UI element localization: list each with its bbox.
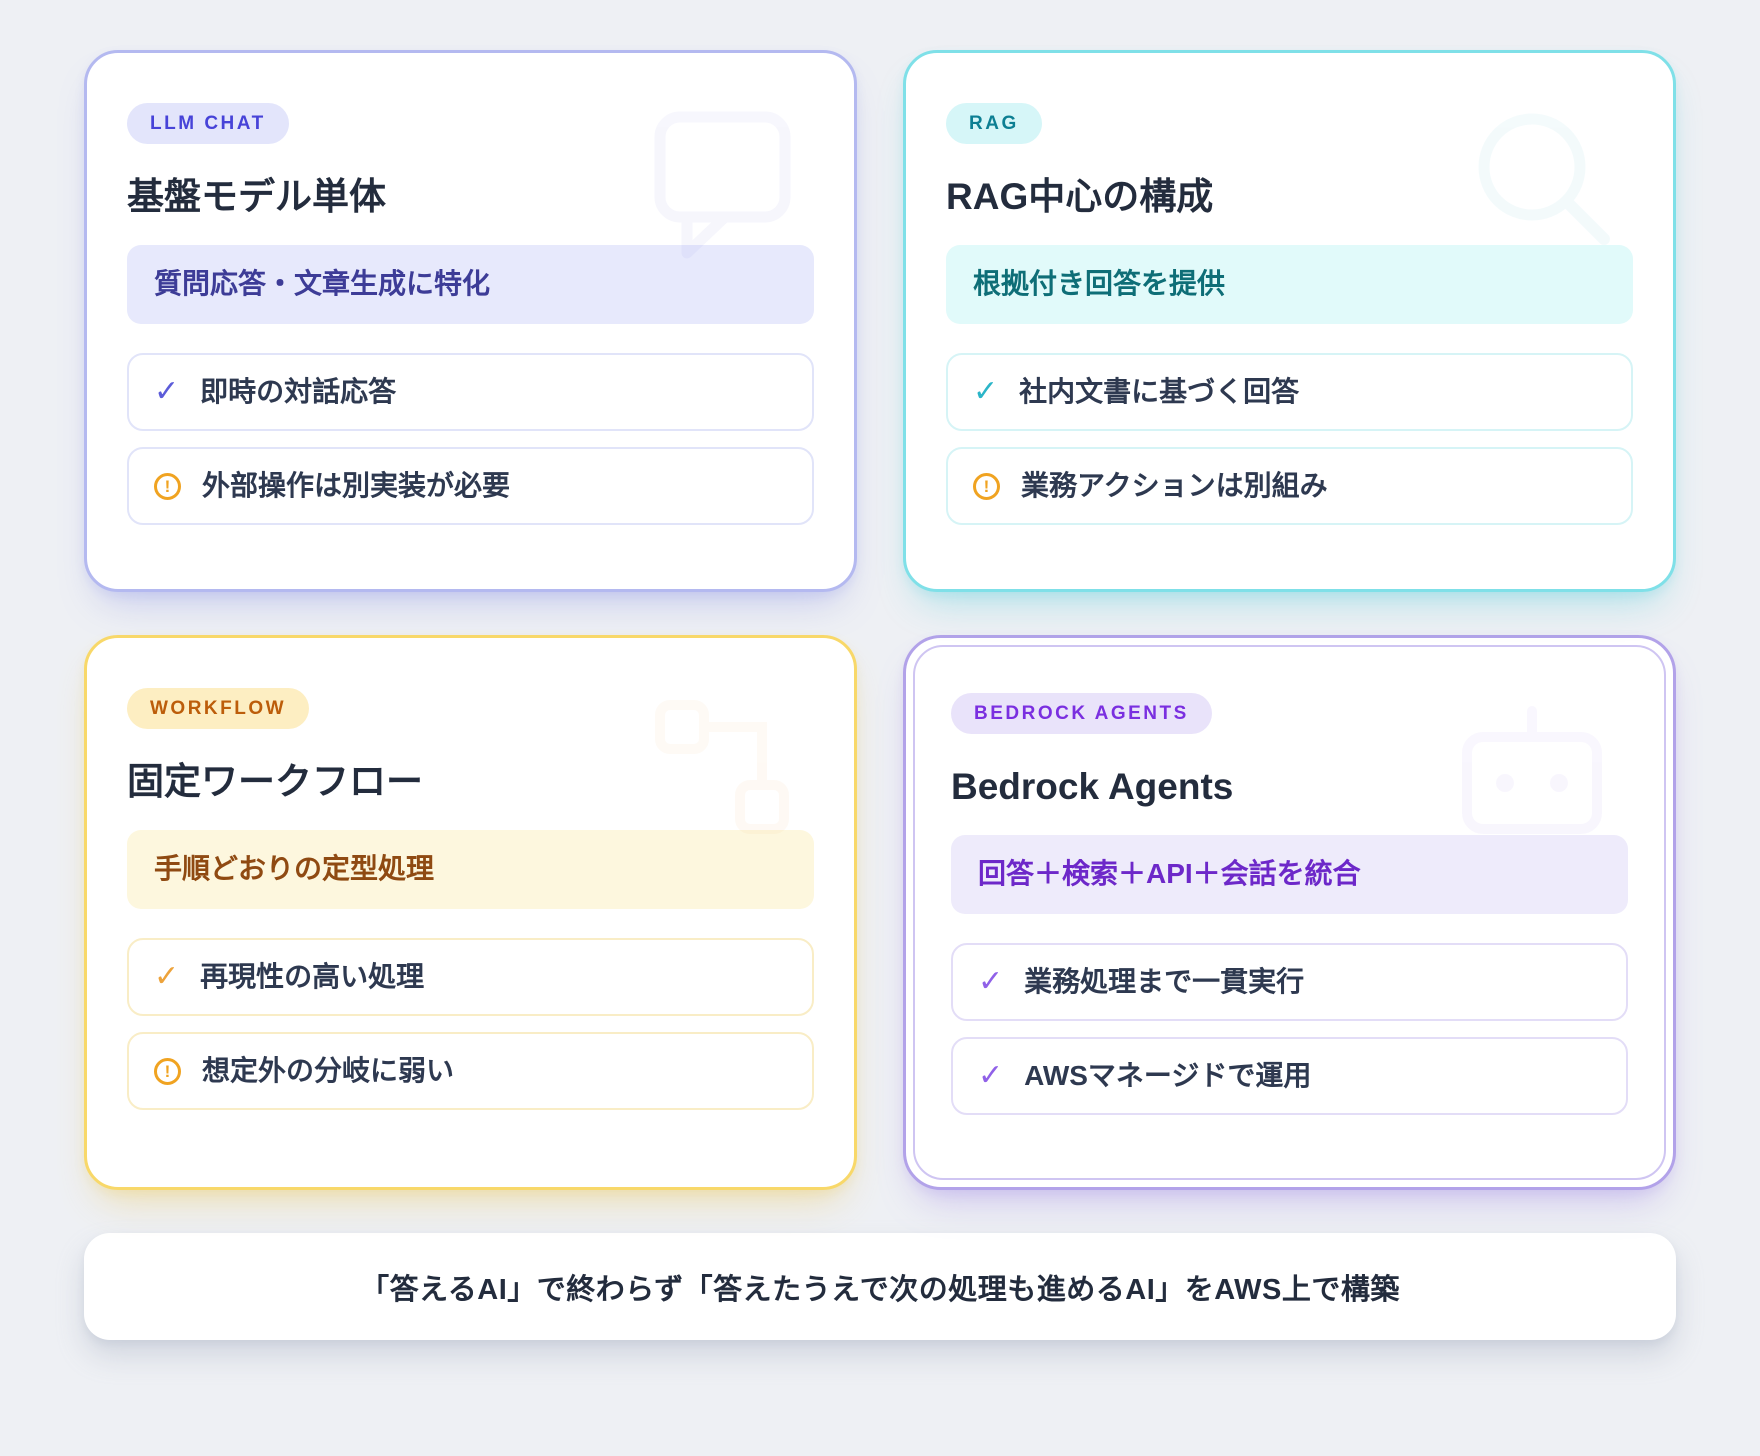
list-item: ! 想定外の分岐に弱い bbox=[127, 1032, 814, 1111]
card-title: Bedrock Agents bbox=[951, 766, 1234, 807]
list-item: ! 外部操作は別実装が必要 bbox=[127, 447, 814, 526]
check-icon: ✓ bbox=[978, 1059, 1004, 1093]
card-bedrock-agents-outer: BEDROCK AGENTS Bedrock Agents 回答＋検索＋API＋… bbox=[903, 635, 1676, 1190]
check-icon: ✓ bbox=[154, 959, 180, 993]
check-icon: ✓ bbox=[978, 964, 1004, 998]
card-llm-chat: LLM CHAT 基盤モデル単体 質問応答・文章生成に特化 ✓ 即時の対話応答 … bbox=[84, 50, 857, 592]
card-items: ✓ 業務処理まで一貫実行 ✓ AWSマネージドで運用 bbox=[951, 942, 1628, 1116]
card-highlight: 根拠付き回答を提供 bbox=[946, 245, 1633, 324]
item-label: 想定外の分岐に弱い bbox=[202, 1055, 455, 1087]
item-label: 業務処理まで一貫実行 bbox=[1024, 965, 1305, 997]
item-label: 外部操作は別実装が必要 bbox=[202, 470, 511, 502]
list-item: ✓ 再現性の高い処理 bbox=[127, 937, 814, 1017]
item-label: AWSマネージドで運用 bbox=[1024, 1060, 1312, 1092]
card-items: ✓ 即時の対話応答 ! 外部操作は別実装が必要 bbox=[127, 352, 814, 526]
card-badge: BEDROCK AGENTS bbox=[951, 693, 1212, 734]
card-title: 基盤モデル単体 bbox=[127, 176, 386, 217]
list-item: ✓ AWSマネージドで運用 bbox=[951, 1037, 1628, 1116]
card-bedrock-agents: BEDROCK AGENTS Bedrock Agents 回答＋検索＋API＋… bbox=[913, 645, 1666, 1180]
summary-banner: 「答えるAI」で終わらず「答えたうえで次の処理も進めるAI」をAWS上で構築 bbox=[84, 1233, 1676, 1340]
item-label: 社内文書に基づく回答 bbox=[1019, 375, 1300, 407]
summary-text: 「答えるAI」で終わらず「答えたうえで次の処理も進めるAI」をAWS上で構築 bbox=[360, 1273, 1400, 1306]
card-highlight: 手順どおりの定型処理 bbox=[127, 830, 814, 909]
check-icon: ✓ bbox=[973, 374, 999, 408]
card-workflow: WORKFLOW 固定ワークフロー 手順どおりの定型処理 ✓ 再現性の高い処理 … bbox=[84, 635, 857, 1190]
cards-grid: LLM CHAT 基盤モデル単体 質問応答・文章生成に特化 ✓ 即時の対話応答 … bbox=[84, 50, 1676, 1190]
warning-icon: ! bbox=[154, 472, 181, 500]
list-item: ✓ 社内文書に基づく回答 bbox=[946, 352, 1633, 432]
card-highlight: 質問応答・文章生成に特化 bbox=[127, 245, 814, 324]
card-badge: RAG bbox=[946, 103, 1042, 144]
list-item: ✓ 業務処理まで一貫実行 bbox=[951, 942, 1628, 1022]
card-badge: LLM CHAT bbox=[127, 103, 289, 144]
card-title: RAG中心の構成 bbox=[946, 176, 1214, 217]
list-item: ! 業務アクションは別組み bbox=[946, 447, 1633, 526]
card-title: 固定ワークフロー bbox=[127, 761, 423, 802]
card-highlight: 回答＋検索＋API＋会話を統合 bbox=[951, 835, 1628, 914]
list-item: ✓ 即時の対話応答 bbox=[127, 352, 814, 432]
item-label: 即時の対話応答 bbox=[200, 375, 397, 407]
warning-icon: ! bbox=[973, 472, 1000, 500]
card-items: ✓ 再現性の高い処理 ! 想定外の分岐に弱い bbox=[127, 937, 814, 1111]
card-items: ✓ 社内文書に基づく回答 ! 業務アクションは別組み bbox=[946, 352, 1633, 526]
item-label: 再現性の高い処理 bbox=[200, 960, 425, 992]
check-icon: ✓ bbox=[154, 374, 180, 408]
card-rag: RAG RAG中心の構成 根拠付き回答を提供 ✓ 社内文書に基づく回答 ! 業務… bbox=[903, 50, 1676, 592]
warning-icon: ! bbox=[154, 1057, 181, 1085]
card-badge: WORKFLOW bbox=[127, 688, 310, 729]
item-label: 業務アクションは別組み bbox=[1021, 470, 1328, 502]
